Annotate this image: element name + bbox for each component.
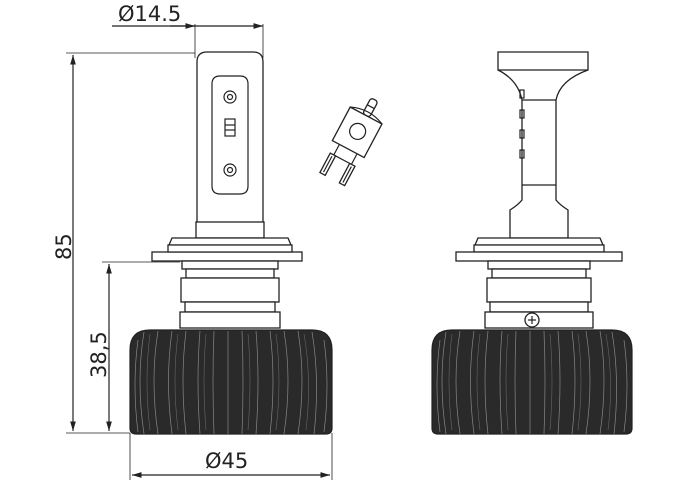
mounting-flange xyxy=(151,251,303,262)
base-height-label: 38,5 xyxy=(87,331,111,378)
dimension-heatsink-diameter: Ø45 xyxy=(129,433,333,480)
connector-detail xyxy=(319,98,383,187)
led-chip-bottom xyxy=(223,163,237,177)
dimension-base-height: 38,5 xyxy=(87,261,180,431)
side-board-profile xyxy=(497,51,589,239)
total-height-label: 85 xyxy=(52,233,76,260)
led-chip-top xyxy=(223,90,237,104)
led-panel xyxy=(211,75,249,195)
side-view xyxy=(431,51,633,435)
connector-socket-icon xyxy=(349,122,367,141)
front-view xyxy=(129,51,333,435)
heatsink-side xyxy=(431,329,633,435)
led-chip-center xyxy=(224,118,236,137)
dimension-total-height: 85 xyxy=(52,52,195,434)
dimension-neck-diameter: Ø14.5 xyxy=(112,2,264,58)
neck-diameter-label: Ø14.5 xyxy=(118,2,181,26)
heatsink-front xyxy=(129,329,333,435)
heatsink-diameter-label: Ø45 xyxy=(205,449,248,473)
side-mounting-flange xyxy=(455,251,623,262)
led-board xyxy=(196,51,264,239)
